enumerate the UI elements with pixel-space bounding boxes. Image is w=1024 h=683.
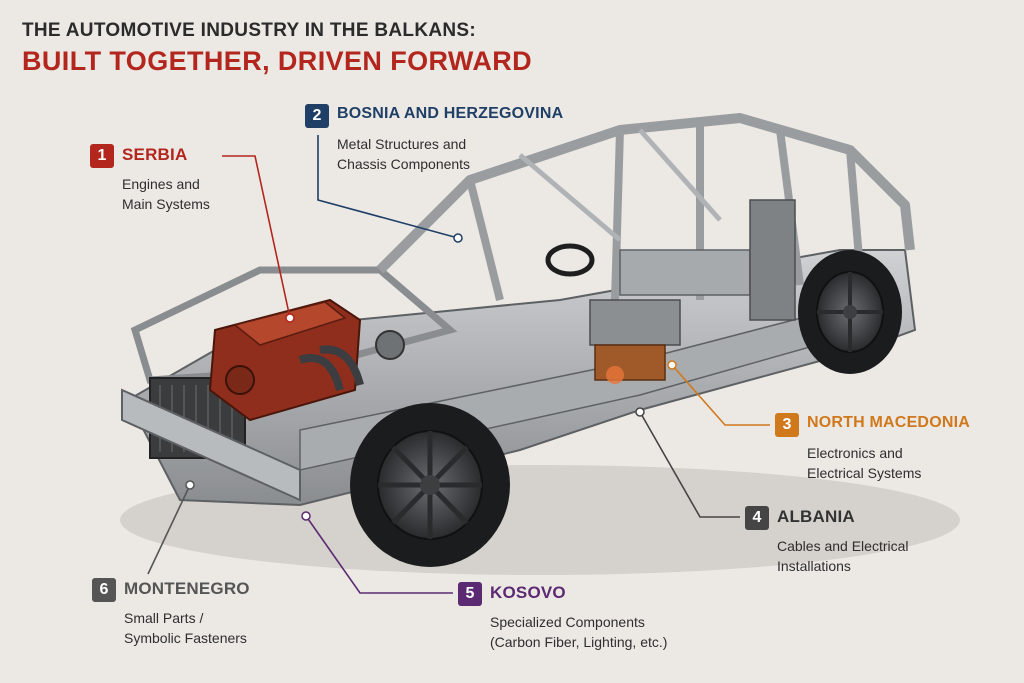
rear-suspension — [749, 199, 796, 321]
country-montenegro: MONTENEGRO — [124, 579, 250, 598]
bumper-beam — [121, 388, 301, 502]
electronics-module — [594, 344, 666, 381]
a-pillar — [466, 179, 504, 301]
roof-crossbars — [518, 128, 722, 242]
desc-montenegro-line-1: Small Parts / — [124, 610, 204, 626]
rear-seat-frame — [619, 249, 751, 296]
title-line-2: BUILT TOGETHER, DRIVEN FORWARD — [22, 46, 533, 76]
connector-serbia-dot — [285, 313, 295, 323]
country-kosovo: KOSOVO — [490, 583, 566, 602]
desc-montenegro-line-2: Symbolic Fasteners — [124, 630, 247, 646]
connector-serbia — [222, 155, 291, 319]
badge-kosovo: 5 — [458, 582, 482, 606]
desc-albania: Cables and Electrical Installations — [777, 536, 909, 576]
country-serbia: SERBIA — [122, 145, 188, 164]
badge-north-macedonia: 3 — [775, 413, 799, 437]
desc-bosnia-line-1: Metal Structures and — [337, 136, 467, 152]
desc-kosovo-line-1: Specialized Components — [490, 614, 645, 630]
desc-montenegro: Small Parts / Symbolic Fasteners — [124, 608, 247, 648]
rear-wheel — [798, 250, 902, 374]
connector-montenegro-dot — [185, 480, 195, 490]
desc-serbia-line-1: Engines and — [122, 176, 200, 192]
exhaust-manifold — [298, 345, 364, 392]
desc-north-macedonia-line-2: Electrical Systems — [807, 465, 922, 481]
desc-north-macedonia: Electronics and Electrical Systems — [807, 443, 921, 483]
title-line-1: THE AUTOMOTIVE INDUSTRY IN THE BALKANS: — [22, 20, 476, 41]
steering-wheel — [545, 243, 595, 277]
engine-cover — [233, 301, 347, 346]
desc-bosnia-line-2: Chassis Components — [337, 156, 471, 172]
desc-kosovo-line-2: (Carbon Fiber, Lighting, etc.) — [490, 634, 668, 650]
connector-kosovo-dot — [301, 511, 311, 521]
desc-albania-line-1: Cables and Electrical — [777, 538, 909, 554]
desc-kosovo: Specialized Components (Carbon Fiber, Li… — [490, 612, 667, 652]
badge-montenegro: 6 — [92, 578, 116, 602]
battery-pack — [589, 299, 681, 346]
connector-bosnia — [317, 135, 459, 239]
connector-bosnia-dot — [453, 233, 463, 243]
desc-serbia-line-2: Main Systems — [122, 196, 210, 212]
badge-albania: 4 — [745, 506, 769, 530]
desc-bosnia: Metal Structures and Chassis Components — [337, 134, 470, 174]
connector-macedonia — [671, 364, 770, 426]
connector-albania — [639, 411, 740, 518]
connector-albania-dot — [635, 407, 645, 417]
country-albania: ALBANIA — [777, 507, 855, 526]
electronics-glow — [606, 366, 624, 384]
engine-pulley — [225, 365, 255, 395]
desc-north-macedonia-line-1: Electronics and — [807, 445, 903, 461]
desc-serbia: Engines and Main Systems — [122, 174, 210, 214]
connector-macedonia-dot — [667, 360, 677, 370]
desc-albania-line-2: Installations — [777, 558, 851, 574]
front-suspension — [375, 330, 405, 360]
country-bosnia: BOSNIA AND HERZEGOVINA — [337, 105, 564, 122]
connector-montenegro — [147, 484, 191, 575]
front-wheel — [350, 403, 510, 567]
badge-bosnia: 2 — [305, 104, 329, 128]
badge-serbia: 1 — [90, 144, 114, 168]
country-north-macedonia: NORTH MACEDONIA — [807, 414, 970, 431]
connector-kosovo — [305, 515, 453, 594]
